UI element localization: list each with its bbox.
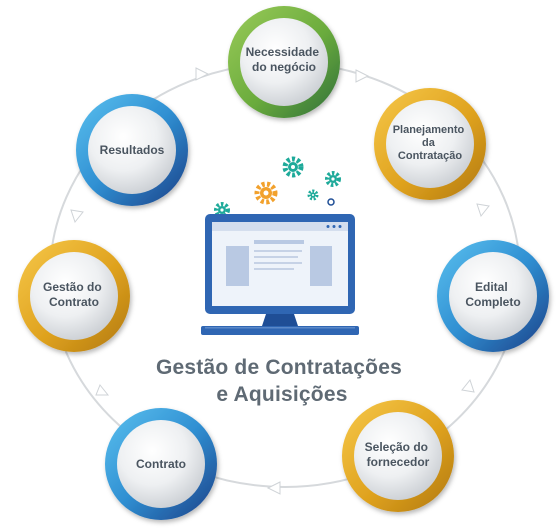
node-label-edital: Edital Completo [465,280,520,309]
node-resultados [76,94,188,206]
node-contrato [105,408,217,520]
node-label-planejamento: Planejamento da Contratação [393,124,468,162]
node-selecao [342,400,454,512]
gear-icon [307,189,319,201]
cycle-arrows [70,67,490,495]
gear-icon [325,171,341,187]
node-label-gestao: Gestão do Contrato [43,280,105,309]
node-edital [437,240,549,352]
arrow-icon [266,481,281,495]
node-label-resultados: Resultados [100,143,165,157]
diagram-title: Gestão de Contratações e Aquisições [156,356,408,406]
node-gestao [18,240,130,352]
node-label-selecao: Seleção do fornecedor [365,440,432,469]
arrow-icon [95,384,110,396]
node-planejamento [374,88,486,200]
gear-icon [254,181,278,205]
arrow-icon [70,209,84,224]
arrow-icon [476,203,490,218]
node-label-necessidade: Necessidade do negócio [246,45,323,74]
arrow-icon [461,378,475,393]
arrow-icon [195,67,210,81]
gear-icon [282,156,304,178]
node-necessidade [228,6,340,118]
bubble-icon [327,198,335,206]
monitor-icon [201,214,359,335]
node-label-contrato: Contrato [136,457,186,471]
arrow-icon [355,69,370,83]
